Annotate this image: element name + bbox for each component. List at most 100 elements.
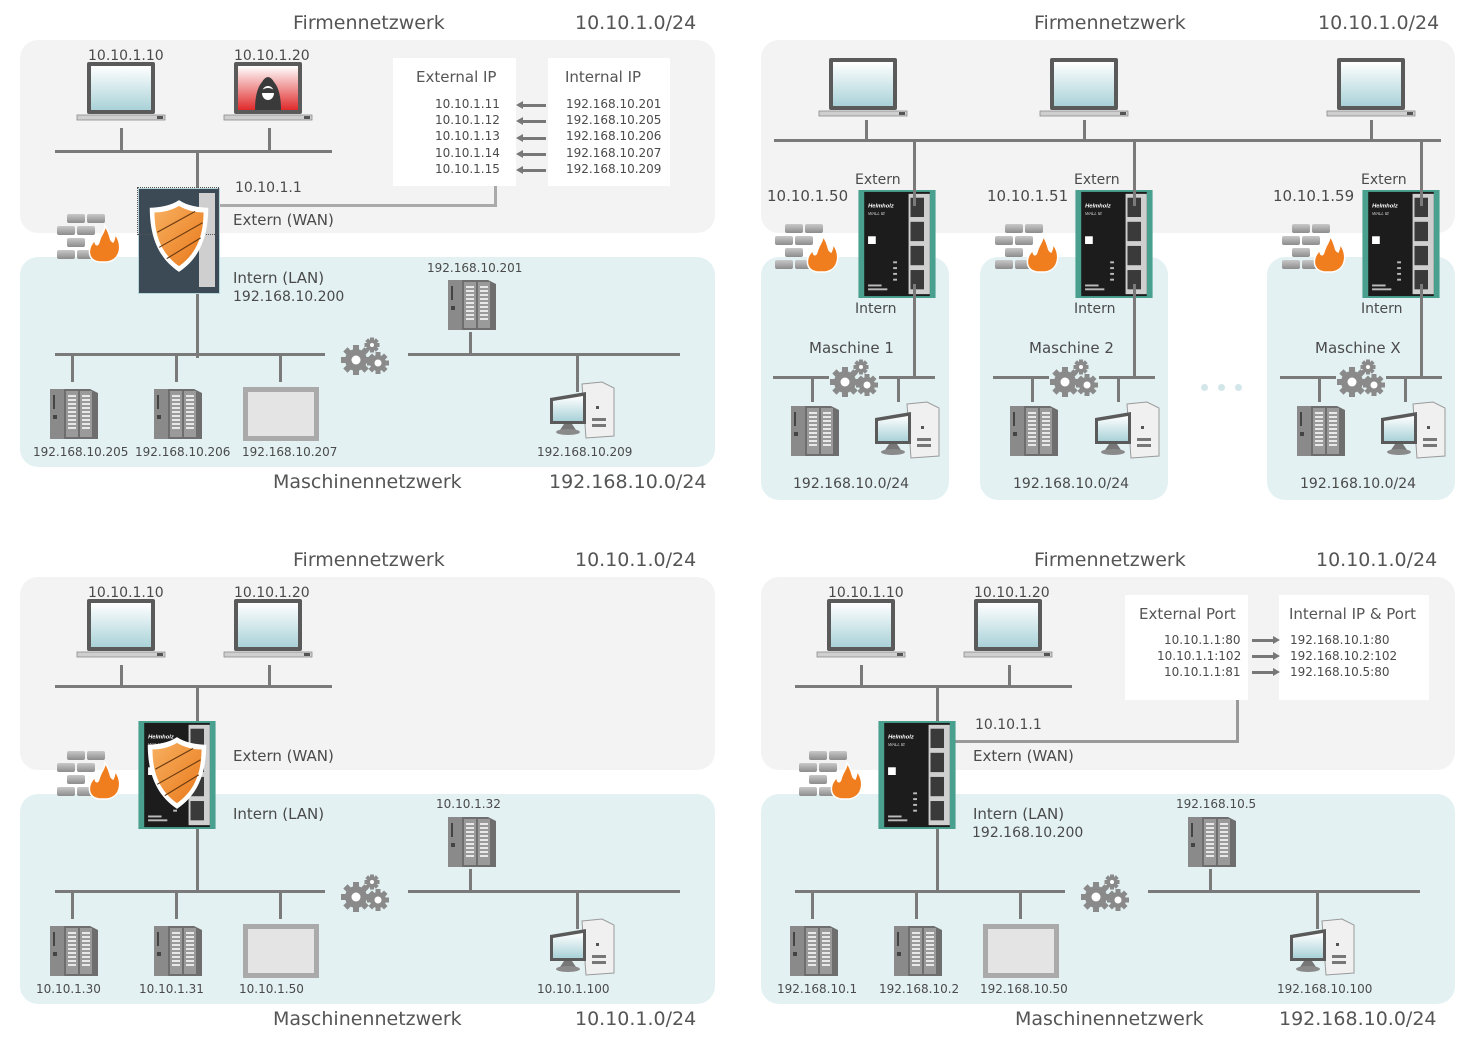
lan-label: Intern (LAN) [233, 269, 325, 287]
machine-bus-line [993, 376, 1049, 379]
link-line [494, 186, 497, 207]
nat-internal-ip: 192.168.10.205 [566, 113, 662, 127]
link-line [949, 740, 1239, 743]
plc-icon[interactable] [1182, 813, 1238, 869]
hmi-panel-icon[interactable] [242, 386, 320, 442]
link-line [1370, 120, 1373, 140]
machine-2-wan-ip: 10.10.1.51 [987, 187, 1069, 205]
hacker-laptop-icon[interactable] [222, 60, 314, 126]
nat-external-ip: 10.10.1.13 [435, 129, 500, 143]
device-ip: 192.168.10.207 [242, 445, 338, 459]
link-line [1133, 140, 1136, 206]
lan-ip: 192.168.10.200 [972, 825, 1084, 841]
device-ip: 10.10.1.30 [36, 982, 101, 996]
plc-icon[interactable] [784, 922, 840, 978]
nat-internal-ip: 192.168.10.207 [566, 146, 662, 160]
device-ip: 192.168.10.206 [135, 445, 231, 459]
wall-ie-gateway-icon[interactable] [857, 190, 937, 298]
wan-ip: 10.10.1.1 [235, 180, 302, 196]
corp-subnet: 10.10.1.0/24 [1316, 549, 1438, 571]
gears-icon [1334, 358, 1390, 398]
plc-icon[interactable] [44, 922, 100, 978]
machine-2-intern-label: Intern [1074, 301, 1116, 317]
machine-bus-line [55, 890, 325, 893]
firewall-icon [797, 749, 863, 801]
port-external-header: External Port [1139, 605, 1236, 623]
port-external: 10.10.1.1:80 [1164, 633, 1241, 647]
laptop-icon[interactable] [1038, 56, 1130, 122]
plc-icon[interactable] [442, 813, 498, 869]
link-line [1420, 284, 1423, 378]
laptop-icon[interactable] [962, 597, 1054, 663]
laptop-icon[interactable] [75, 597, 167, 663]
desktop-pc-icon[interactable] [546, 917, 616, 979]
lan-label: Intern (LAN) [973, 805, 1065, 823]
laptop-icon[interactable] [222, 597, 314, 663]
laptop-ip: 10.10.1.10 [828, 585, 904, 601]
plc-icon[interactable] [888, 922, 944, 978]
wall-ie-gateway-icon[interactable] [877, 721, 957, 829]
shield-icon [146, 196, 212, 276]
link-line [811, 893, 814, 919]
gears-icon [1047, 358, 1103, 398]
plc-icon[interactable] [1004, 402, 1060, 458]
plc-icon[interactable] [148, 922, 204, 978]
plc-ip: 192.168.10.201 [427, 261, 523, 275]
shield-icon [144, 733, 210, 813]
plc-icon[interactable] [442, 276, 498, 332]
laptop-icon[interactable] [815, 597, 907, 663]
plc-icon[interactable] [1291, 402, 1347, 458]
machine-bus-line [55, 353, 325, 356]
laptop-icon[interactable] [817, 56, 909, 122]
link-line [576, 893, 579, 929]
wall-ie-gateway-icon[interactable] [1074, 190, 1154, 298]
laptop-ip: 10.10.1.20 [974, 585, 1050, 601]
link-line [279, 893, 282, 919]
wall-ie-gateway-icon[interactable] [1361, 190, 1441, 298]
device-ip: 192.168.10.50 [980, 982, 1068, 996]
laptop-icon[interactable] [75, 60, 167, 126]
machine-1-subnet: 192.168.10.0/24 [793, 476, 910, 492]
wan-label: Extern (WAN) [233, 747, 334, 765]
plc-icon[interactable] [44, 385, 100, 441]
machine-bus-line [1280, 376, 1336, 379]
machine-x-extern-label: Extern [1361, 172, 1407, 188]
corp-subnet: 10.10.1.0/24 [1318, 12, 1440, 34]
machine-1-name: Maschine 1 [809, 339, 894, 357]
port-internal-column [1279, 595, 1429, 700]
machine-bus-line [795, 890, 1065, 893]
machine-x-subnet: 192.168.10.0/24 [1300, 476, 1417, 492]
ellipsis-icon [1201, 376, 1252, 395]
hmi-panel-icon[interactable] [982, 923, 1060, 979]
desktop-pc-icon[interactable] [546, 380, 616, 442]
link-line [1117, 378, 1120, 402]
desktop-pc-icon[interactable] [1286, 917, 1356, 979]
machine-network-title: Maschinennetzwerk [1015, 1008, 1204, 1030]
link-line [268, 665, 271, 685]
link-line [913, 284, 916, 378]
machine-bus-line [773, 376, 829, 379]
hmi-panel-icon[interactable] [242, 923, 320, 979]
link-line [1316, 893, 1319, 929]
nat-external-ip: 10.10.1.12 [435, 113, 500, 127]
corp-subnet: 10.10.1.0/24 [575, 12, 697, 34]
link-line [860, 665, 863, 685]
nat-internal-column [548, 58, 670, 186]
machine-bus-line [408, 890, 680, 893]
plc-icon[interactable] [148, 385, 204, 441]
corp-network-title: Firmennetzwerk [1034, 549, 1186, 571]
gears-icon [338, 873, 394, 913]
desktop-pc-icon[interactable] [1377, 400, 1447, 462]
corp-bus-line [795, 685, 1072, 688]
link-line [1083, 120, 1086, 140]
desktop-pc-icon[interactable] [871, 400, 941, 462]
arrow-left-icon [516, 166, 546, 174]
laptop-icon[interactable] [1325, 56, 1417, 122]
device-ip: 10.10.1.100 [537, 982, 610, 996]
hacker-laptop-ip: 10.10.1.20 [234, 48, 310, 64]
desktop-pc-icon[interactable] [1091, 400, 1161, 462]
link-line [1031, 378, 1034, 402]
machine-x-name: Maschine X [1315, 339, 1401, 357]
machine-subnet: 192.168.10.0/24 [1279, 1008, 1437, 1030]
plc-icon[interactable] [785, 402, 841, 458]
